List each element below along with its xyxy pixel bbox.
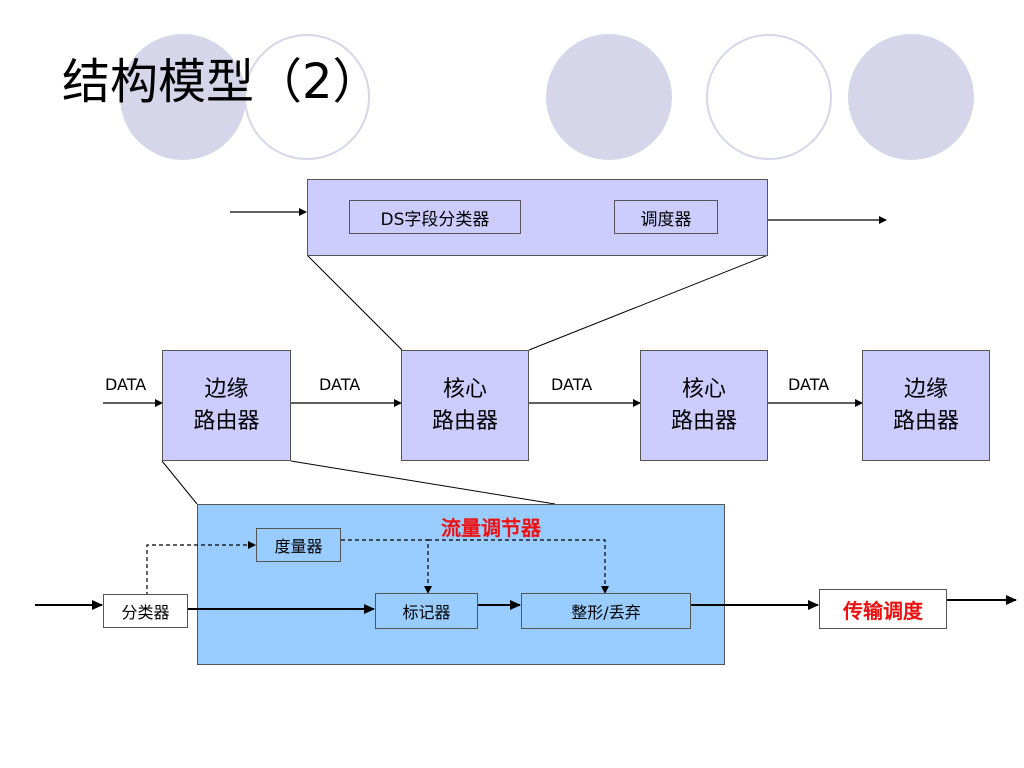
router-label-line2: 路由器 — [193, 408, 260, 434]
edge-router-right: 边缘 路由器 — [862, 350, 990, 461]
core-router-1: 核心 路由器 — [401, 350, 529, 461]
meter-to-marker-arrow — [341, 539, 432, 594]
zoom-line — [528, 254, 769, 351]
data-label: DATA — [788, 375, 830, 394]
classifier-box: 分类器 — [103, 594, 188, 628]
marker-box: 标记器 — [375, 593, 478, 629]
ds-field-classifier-box: DS字段分类器 — [349, 200, 521, 234]
meter-box: 度量器 — [256, 528, 341, 562]
slide-title: 结构模型（2） — [62, 54, 381, 110]
zoom-line — [161, 460, 198, 505]
edge-router-left: 边缘 路由器 — [162, 350, 291, 461]
decor-circle — [244, 34, 370, 160]
zoom-line — [290, 460, 556, 505]
scheduler-box: 调度器 — [614, 200, 718, 234]
data-label: DATA — [551, 375, 593, 394]
core-router-2: 核心 路由器 — [640, 350, 768, 461]
decor-circle — [706, 34, 832, 160]
traffic-conditioner-title: 流量调节器 — [441, 516, 541, 540]
router-label-line2: 路由器 — [670, 408, 737, 434]
data-label: DATA — [319, 375, 361, 394]
router-label-line1: 边缘 — [204, 376, 249, 402]
data-label: DATA — [105, 375, 147, 394]
router-label-line1: 边缘 — [903, 376, 948, 402]
decor-circle — [120, 34, 246, 160]
router-label-line1: 核心 — [442, 376, 487, 402]
router-label-line2: 路由器 — [431, 408, 498, 434]
shaper-dropper-box: 整形/丢弃 — [521, 593, 691, 629]
router-label-line1: 核心 — [681, 376, 726, 402]
meter-to-shaper-arrow — [428, 539, 609, 594]
transmit-scheduling-box: 传输调度 — [819, 589, 947, 629]
meter-feed-arrow — [146, 541, 256, 596]
decor-circle — [848, 34, 974, 160]
zoom-line — [306, 254, 403, 351]
core-detail-panel — [307, 179, 768, 256]
decor-circle — [546, 34, 672, 160]
router-label-line2: 路由器 — [892, 408, 959, 434]
